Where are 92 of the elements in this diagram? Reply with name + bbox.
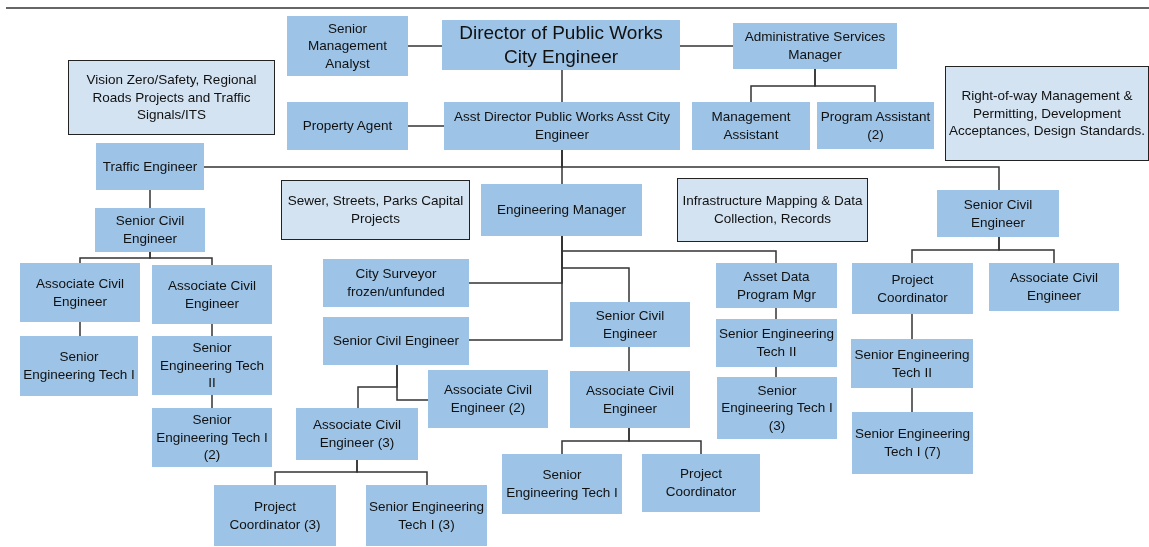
position-title: Associate Civil Engineer (3) <box>312 416 402 452</box>
position-title: Senior Civil Engineer <box>332 332 460 350</box>
position-box <box>481 184 642 236</box>
position-box <box>214 485 336 546</box>
position-box <box>323 317 469 365</box>
connector-line <box>911 313 913 340</box>
position-title: Traffic Engineer <box>102 157 198 176</box>
connector-line <box>679 45 734 47</box>
position-title: Senior Engineering Tech II <box>719 325 834 361</box>
position-title: Senior Civil Engineer <box>594 306 666 343</box>
position-box <box>366 485 487 546</box>
position-box <box>570 371 690 428</box>
connector-line <box>561 235 777 264</box>
position-title: Associate Civil Engineer <box>35 274 125 311</box>
note-box <box>945 66 1149 161</box>
position-title: Associate Civil Engineer <box>1009 269 1099 305</box>
connector-line <box>211 323 213 337</box>
position-title: Property Agent <box>302 117 393 135</box>
position-box <box>937 190 1059 237</box>
position-box <box>733 23 897 69</box>
connector-line <box>407 125 445 127</box>
connector-line <box>561 69 563 103</box>
position-title: Senior Engineering Tech II <box>158 339 266 392</box>
connector-line <box>628 346 630 372</box>
position-box <box>152 336 272 395</box>
position-title: Project Coordinator (3) <box>228 497 322 534</box>
position-title: Director of Public Works City Engineer <box>458 21 664 69</box>
position-title: Asset Data Program Mgr <box>736 267 817 304</box>
position-title: Senior Civil Engineer <box>114 212 186 248</box>
connector-line <box>628 427 702 455</box>
position-title: Senior Engineering Tech I (3) <box>720 381 834 435</box>
position-title: Senior Engineering Tech II <box>854 345 970 382</box>
note-box <box>68 60 275 135</box>
position-box <box>323 259 469 307</box>
position-box <box>642 454 760 512</box>
connector-line <box>211 394 213 409</box>
position-box <box>692 102 810 150</box>
connector-line <box>775 366 777 378</box>
note-text: Vision Zero/Safety, Regional Roads Projects and Traffic Signals/ITS <box>85 71 258 124</box>
position-box <box>502 454 622 514</box>
position-box <box>444 102 680 150</box>
position-box <box>287 16 408 76</box>
connector-line <box>407 45 443 47</box>
position-title: Program Assistant (2) <box>820 107 931 144</box>
position-title: Senior Engineering Tech I (2) <box>155 411 269 464</box>
connector-line <box>149 189 151 209</box>
note-text: Right-of-way Management & Permitting, Development Acceptances, Design Standards. <box>949 87 1145 140</box>
position-box <box>716 263 837 308</box>
note-box <box>281 180 470 240</box>
position-title: Engineering Manager <box>496 201 627 219</box>
position-box <box>287 102 408 150</box>
position-box <box>442 20 680 70</box>
connector-line <box>357 364 398 409</box>
note-box <box>677 178 868 242</box>
position-title: Project Coordinator <box>876 270 949 307</box>
position-box <box>852 412 973 474</box>
position-title: Senior Civil Engineer <box>962 195 1034 232</box>
position-box <box>95 208 205 252</box>
position-title: Project Coordinator <box>664 465 738 501</box>
connector-line <box>79 321 81 337</box>
position-box <box>570 302 690 347</box>
position-title: Administrative Services Manager <box>743 28 887 64</box>
position-title: Senior Engineering Tech I <box>505 466 619 502</box>
position-title: Associate Civil Engineer <box>167 276 257 313</box>
position-title: Management Assistant <box>710 108 792 144</box>
connector-line <box>814 68 876 103</box>
connector-line <box>356 459 428 486</box>
position-title: Associate Civil Engineer (2) <box>443 381 533 417</box>
position-box <box>851 339 973 388</box>
position-box <box>716 319 837 367</box>
connector-line <box>561 149 1000 191</box>
position-title: Associate Civil Engineer <box>585 381 675 418</box>
connector-line <box>911 387 913 413</box>
note-text: Infrastructure Mapping & Data Collection, Records <box>681 192 864 228</box>
position-title: Senior Engineering Tech I (7) <box>855 425 970 461</box>
connector-line <box>775 307 777 320</box>
position-title: Senior Engineering Tech I (3) <box>369 497 484 534</box>
note-text: Sewer, Streets, Parks Capital Projects <box>286 192 465 228</box>
position-box <box>852 263 973 314</box>
connector-line <box>149 251 213 266</box>
position-box <box>428 370 548 428</box>
position-box <box>20 263 140 322</box>
position-box <box>296 408 418 460</box>
position-title: City Surveyor frozen/unfunded <box>346 265 446 301</box>
position-title: Senior Engineering Tech I <box>23 348 135 384</box>
position-title: Senior Management Analyst <box>307 19 388 73</box>
position-box <box>152 265 272 324</box>
position-title: Asst Director Public Works Asst City Engineer <box>453 108 671 144</box>
position-box <box>989 263 1119 311</box>
position-box <box>20 336 138 396</box>
connector-line <box>998 236 1055 264</box>
position-box <box>96 143 204 190</box>
